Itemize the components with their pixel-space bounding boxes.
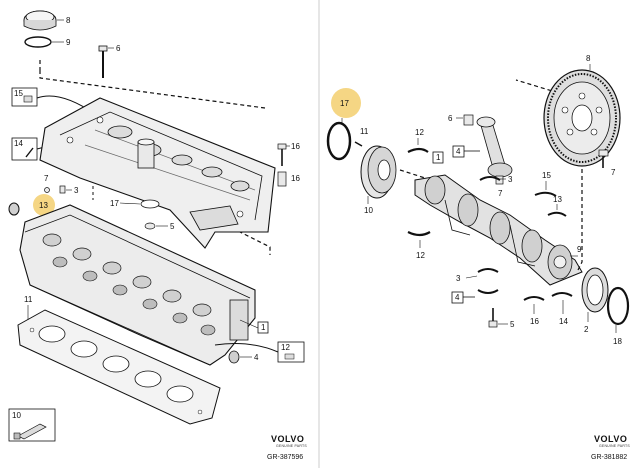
part-box-14: 14 — [11, 137, 38, 161]
connecting-rod — [476, 116, 513, 178]
reference-number: GR-387596 — [267, 454, 303, 461]
svg-text:GENUINE PARTS: GENUINE PARTS — [599, 444, 630, 448]
svg-text:12: 12 — [281, 343, 290, 352]
callout-18: 18 — [613, 337, 622, 346]
panel-divider — [318, 0, 320, 468]
key-pin — [354, 141, 363, 147]
right-diagram-panel: 17 11 10 12 1 6 4 — [320, 0, 640, 468]
part-box-15: 15 — [11, 87, 38, 107]
part-box-10: 10 — [8, 408, 56, 442]
part-box-1: 1 — [432, 151, 444, 164]
seal-ring-18 — [606, 286, 630, 326]
flywheel — [543, 69, 621, 167]
rod-bolt — [463, 114, 474, 126]
callout-11: 11 — [24, 295, 33, 304]
callout-5: 5 — [170, 222, 175, 231]
callout-8: 8 — [66, 16, 71, 25]
part-box-12: 12 — [277, 341, 305, 363]
callout-13: 13 — [39, 201, 48, 210]
callout-6: 6 — [448, 114, 453, 123]
bearing-shell-upper — [407, 147, 429, 153]
svg-text:14: 14 — [14, 139, 23, 148]
callout-16b: 16 — [291, 174, 300, 183]
front-seal — [326, 121, 352, 161]
callout-17: 17 — [110, 199, 119, 208]
svg-text:1: 1 — [261, 323, 266, 332]
callout-3-top: 3 — [508, 175, 513, 184]
oil-filler-cap — [23, 10, 57, 31]
crank-pulley — [360, 145, 397, 199]
seal-plug — [8, 202, 20, 216]
crankshaft-exploded-view: 17 11 10 12 1 6 4 — [326, 54, 630, 461]
callout-12-top: 12 — [415, 128, 424, 137]
callout-15: 15 — [542, 171, 551, 180]
callout-2: 2 — [584, 325, 589, 334]
callout-14: 14 — [559, 317, 568, 326]
brand-mark: VOLVO GENUINE PARTS — [271, 434, 307, 448]
callout-12-bottom: 12 — [416, 251, 425, 260]
callout-4: 4 — [254, 353, 259, 362]
camshaft-cover — [39, 97, 276, 249]
left-diagram-panel: 8 9 6 15 14 — [0, 0, 318, 468]
highlight-13 — [33, 194, 55, 216]
thrust-washer-14 — [551, 292, 573, 297]
callout-17: 17 — [340, 99, 349, 108]
bearing-shell-3a — [479, 176, 501, 181]
bolt-and-sleeve-16 — [277, 143, 287, 187]
svg-text:GENUINE PARTS: GENUINE PARTS — [276, 444, 307, 448]
reference-number: GR-381882 — [591, 454, 627, 461]
callout-7: 7 — [498, 189, 503, 198]
brand-mark: VOLVO GENUINE PARTS — [594, 434, 630, 448]
bolt-part — [98, 45, 108, 78]
svg-text:4: 4 — [456, 147, 461, 156]
screen-filter — [140, 199, 160, 209]
callout-16: 16 — [291, 142, 300, 151]
part-box-1: 1 — [257, 321, 269, 334]
callout-9: 9 — [577, 245, 582, 254]
cylinder-head — [19, 204, 256, 366]
part-box-4-bottom: 4 — [451, 291, 464, 304]
sleeve-part — [59, 185, 66, 194]
callout-8: 8 — [586, 54, 591, 63]
svg-text:4: 4 — [455, 293, 460, 302]
bearing-shell-lower — [407, 231, 431, 237]
callout-7-flywheel: 7 — [611, 168, 616, 177]
rear-main-seal — [581, 267, 609, 313]
part-box-4-top: 4 — [452, 145, 465, 158]
bearing-cap — [477, 289, 499, 294]
callout-3-bottom: 3 — [456, 274, 461, 283]
crankshaft — [414, 174, 583, 286]
callout-10: 10 — [364, 206, 373, 215]
svg-text:VOLVO: VOLVO — [271, 434, 304, 444]
main-bearing-bolt — [488, 308, 498, 328]
callout-9: 9 — [66, 38, 71, 47]
svg-text:15: 15 — [14, 89, 23, 98]
callout-3: 3 — [74, 186, 79, 195]
svg-text:1: 1 — [436, 153, 441, 162]
cylinder-head-exploded-view: 8 9 6 15 14 — [8, 10, 307, 461]
seal-ring — [24, 36, 52, 48]
svg-text:10: 10 — [12, 411, 21, 420]
plug-5 — [144, 222, 156, 230]
highlight-17 — [331, 88, 361, 118]
callout-7: 7 — [44, 174, 49, 183]
thrust-washer-13 — [547, 211, 567, 217]
callout-6: 6 — [116, 44, 121, 53]
callout-11: 11 — [360, 127, 369, 136]
bearing-shell-3b — [477, 268, 499, 273]
thrust-washer-15 — [534, 191, 557, 197]
dowel-pin — [44, 187, 50, 193]
svg-text:VOLVO: VOLVO — [594, 434, 627, 444]
callout-5: 5 — [510, 320, 515, 329]
callout-16: 16 — [530, 317, 539, 326]
callout-13: 13 — [553, 195, 562, 204]
head-gasket — [17, 309, 221, 425]
plug-4 — [228, 350, 240, 364]
thrust-washer-16 — [523, 296, 545, 301]
flywheel-bolt — [598, 149, 609, 168]
